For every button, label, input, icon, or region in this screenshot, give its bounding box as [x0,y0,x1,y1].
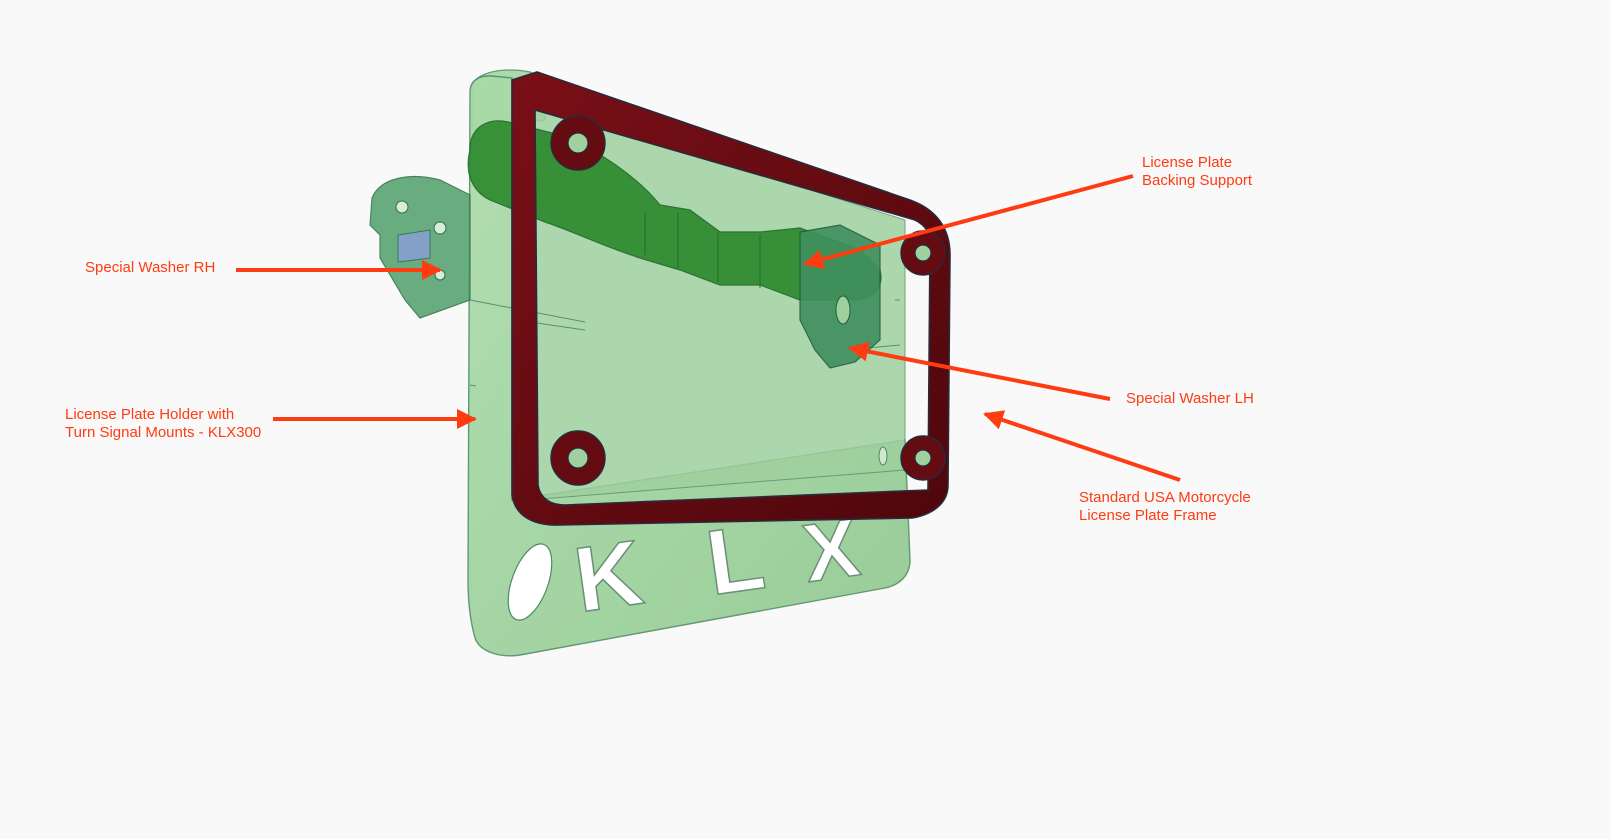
washer-lh-hole [835,295,851,325]
embossed-letter-k: K [569,522,649,632]
holder-side-oval [507,543,553,621]
arrow-frame [983,410,1181,482]
washer-rh-hole-1 [395,200,409,214]
frame-hole-top-left [567,132,589,154]
washer-rh-slot [397,229,431,263]
label-license-plate-holder: License Plate Holder with Turn Signal Mo… [65,406,262,441]
arrow-washer-lh [848,341,1111,401]
backing-support-notches [644,213,761,288]
label-special-washer-lh: Special Washer LH [1126,390,1254,407]
license-plate-frame [511,71,951,526]
label-special-washer-rh: Special Washer RH [85,259,216,276]
holder-small-slot [878,446,888,466]
frame-hole-bottom-left [567,447,589,469]
embossed-letter-l: L [701,506,771,615]
frame-hole-top-right [914,244,932,262]
washer-rh-hole-2 [433,221,447,235]
label-backing-support: License Plate Backing Support [1142,154,1253,189]
frame-hole-bottom-right [914,449,932,467]
label-license-plate-frame: Standard USA Motorcycle License Plate Fr… [1079,489,1251,524]
arrow-backing-support [803,174,1134,269]
